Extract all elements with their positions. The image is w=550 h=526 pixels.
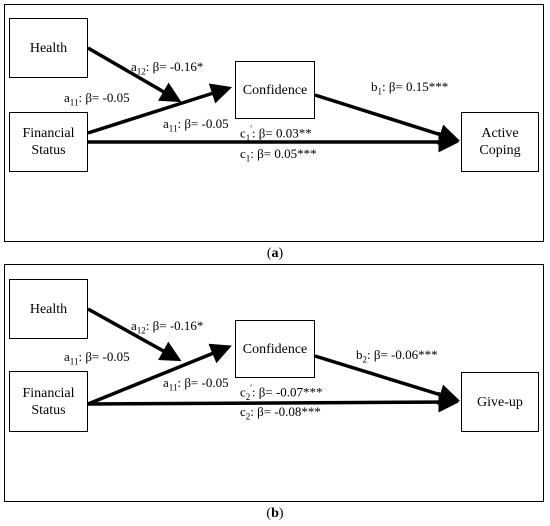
health-box-b: Health xyxy=(9,279,88,339)
path-b-label-b: b2: β= -0.06*** xyxy=(356,347,438,365)
path-c-prime-label-b: c2': β= -0.07*** xyxy=(240,383,323,402)
arrow-confidence-to-outcome-b xyxy=(314,354,461,405)
arrow-financial-to-outcome-b xyxy=(87,391,460,413)
path-a11-mid-label-a: a11: β= -0.05 xyxy=(163,116,229,134)
financial-status-box-b: Financial Status xyxy=(9,371,88,432)
path-c-label-a: c1: β= 0.05*** xyxy=(240,146,317,164)
caption-letter-a: a xyxy=(271,246,279,261)
arrow-financial-to-confidence-b xyxy=(87,343,232,406)
caption-letter-b: b xyxy=(271,506,279,521)
health-box-a: Health xyxy=(9,18,88,78)
path-b-label-a: b1: β= 0.15*** xyxy=(371,79,449,97)
caption-a: (a) xyxy=(266,246,284,261)
path-a12-label-a: a12: β= -0.16* xyxy=(131,59,204,77)
confidence-box-a: Confidence xyxy=(235,61,315,119)
confidence-box-b: Confidence xyxy=(235,320,315,378)
arrow-health-to-moderation-b xyxy=(87,307,182,362)
financial-status-box-a: Financial Status xyxy=(9,112,88,172)
path-a11-mid-label-b: a11: β= -0.05 xyxy=(163,375,229,393)
path-c-prime-label-a: c1': β= 0.03** xyxy=(240,124,312,143)
arrow-confidence-to-outcome-a xyxy=(314,93,461,145)
panel-a xyxy=(4,4,544,242)
path-a11-left-label-b: a11: β= -0.05 xyxy=(64,349,130,367)
arrow-health-to-moderation-a xyxy=(87,46,182,103)
outcome-box-a: Active Coping xyxy=(461,112,539,172)
outcome-box-b: Give-up xyxy=(461,372,539,432)
panel-b xyxy=(4,264,544,502)
caption-b: (b) xyxy=(266,506,284,521)
arrow-financial-to-confidence-a xyxy=(87,83,233,135)
path-a12-label-b: a12: β= -0.16* xyxy=(131,318,204,336)
path-a11-left-label-a: a11: β= -0.05 xyxy=(64,90,130,108)
path-c-label-b: c2: β= -0.08*** xyxy=(240,404,321,422)
